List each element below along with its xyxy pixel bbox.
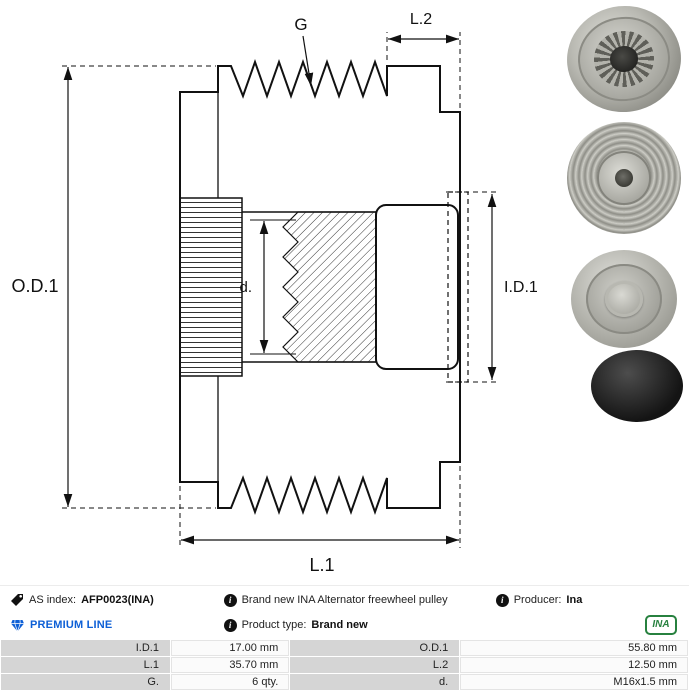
info-icon: i — [223, 593, 237, 607]
spec-label-od1: O.D.1 — [290, 640, 460, 656]
spec-label-g: G. — [1, 674, 170, 690]
spec-row-3: G. 6 qty. d. M16x1.5 mm — [1, 674, 688, 690]
spec-row-2: L.1 35.70 mm L.2 12.50 mm — [1, 657, 688, 673]
spec-label-d: d. — [290, 674, 460, 690]
technical-drawing: O.D.1 L.1 L.2 G I.D.1 d. — [11, 11, 538, 575]
product-info-bar: AS index: AFP0023(INA) i Brand new INA A… — [0, 586, 689, 638]
bearing-block — [375, 204, 459, 370]
spec-value-g: 6 qty. — [170, 674, 290, 690]
spec-table: I.D.1 17.00 mm O.D.1 55.80 mm L.1 35.70 … — [0, 639, 689, 691]
brand-logo-cell: INA — [486, 615, 689, 635]
as-index: AS index: AFP0023(INA) — [0, 593, 214, 607]
premium-line-label: PREMIUM LINE — [30, 619, 113, 631]
diamond-icon — [11, 619, 24, 632]
premium-line: PREMIUM LINE — [0, 615, 214, 635]
tag-icon — [11, 594, 23, 606]
as-index-value: AFP0023(INA) — [81, 594, 154, 606]
spec-label-l2: L.2 — [290, 657, 460, 673]
producer-label: Producer: — [513, 594, 562, 606]
product-photo-capped — [571, 250, 677, 348]
drawing-area: O.D.1 L.1 L.2 G I.D.1 d. — [11, 0, 687, 575]
description-text: Brand new INA Alternator freewheel pulle… — [241, 594, 448, 606]
spec-value-od1: 55.80 mm — [460, 640, 688, 656]
dim-label-od1: O.D.1 — [11, 276, 58, 296]
dim-label-id1: I.D.1 — [504, 279, 538, 296]
spec-value-l2: 12.50 mm — [460, 657, 688, 673]
producer-value: Ina — [566, 594, 583, 606]
spec-label-id1: I.D.1 — [1, 640, 170, 656]
photo-center — [614, 169, 634, 187]
spec-value-d: M16x1.5 mm — [460, 674, 688, 690]
spec-value-l1: 35.70 mm — [170, 657, 290, 673]
dim-label-l2: L.2 — [410, 11, 432, 28]
info-icon: i — [495, 593, 509, 607]
info-icon: i — [223, 618, 237, 632]
product-photo-angled — [561, 0, 687, 118]
spec-value-id1: 17.00 mm — [170, 640, 290, 656]
ina-logo: INA — [644, 615, 677, 635]
thread-section — [282, 211, 377, 363]
g-leader-line — [302, 35, 314, 87]
product-photo-rubber-cap — [591, 350, 683, 422]
product-photo-grooves — [567, 122, 681, 234]
dim-label-d: d. — [239, 279, 252, 296]
spec-label-l1: L.1 — [1, 657, 170, 673]
spec-row-1: I.D.1 17.00 mm O.D.1 55.80 mm — [1, 640, 688, 656]
product-type-label: Product type: — [241, 619, 307, 631]
photo-cap-face — [604, 281, 644, 317]
spline-section — [179, 197, 243, 377]
dim-label-l1: L.1 — [309, 555, 334, 575]
product-type: i Product type: Brand new — [214, 615, 486, 635]
product-type-value: Brand new — [311, 619, 368, 631]
product-description: i Brand new INA Alternator freewheel pul… — [214, 593, 486, 607]
producer: i Producer: Ina — [486, 593, 689, 607]
product-photos — [561, 0, 687, 422]
dim-label-g: G — [294, 15, 307, 34]
as-index-label: AS index: — [29, 594, 77, 606]
product-info-section: AS index: AFP0023(INA) i Brand new INA A… — [0, 585, 689, 692]
